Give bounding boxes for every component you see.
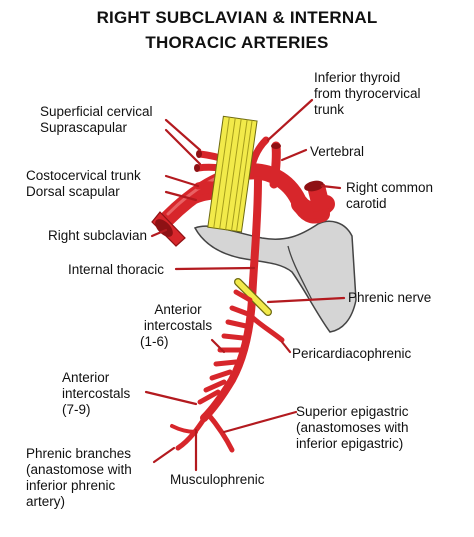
vertebral-artery <box>269 141 281 189</box>
label-internal-thoracic: Internal thoracic <box>68 262 165 277</box>
bone-joint-line <box>287 245 313 301</box>
label-inferior-thyroid: Inferior thyroid from thyrocervical trun… <box>314 70 421 117</box>
label-right-common-carotid: Right common carotid <box>346 180 434 211</box>
brachial-plexus-bundle <box>207 115 258 233</box>
label-vertebral: Vertebral <box>310 144 365 159</box>
label-pointers <box>144 98 346 472</box>
title-line-1: RIGHT SUBCLAVIAN & INTERNAL <box>96 8 378 27</box>
phrenic-branch <box>170 424 198 434</box>
bone-sternoclavicular <box>193 220 357 333</box>
label-phrenic-nerve: Phrenic nerve <box>348 290 432 305</box>
internal-thoracic-artery <box>200 176 262 422</box>
anterior-intercostal-arteries-7-9 <box>197 369 233 405</box>
label-right-subclavian: Right subclavian <box>48 228 148 243</box>
label-superior-epigastric: Superior epigastric (anastomoses with in… <box>296 404 409 451</box>
label-anterior-intercostals-7-9: Anterior intercostals (7-9) <box>62 370 131 417</box>
superior-epigastric-artery <box>205 411 235 453</box>
label-musculophrenic: Musculophrenic <box>170 472 265 487</box>
label-costocervical: Costocervical trunk Dorsal scapular <box>26 168 141 199</box>
label-phrenic-branches: Phrenic branches (anastomose with inferi… <box>26 446 132 509</box>
label-pericardiacophrenic: Pericardiacophrenic <box>292 346 412 361</box>
label-anterior-intercostals-1-6: Anterior intercostals (1-6) <box>140 302 213 349</box>
right-subclavian-cut-end <box>155 219 173 237</box>
right-common-carotid-cut-end <box>304 180 324 192</box>
inferior-thyroid-artery <box>246 136 270 180</box>
pericardiacophrenic-artery <box>250 315 285 343</box>
title-line-2: THORACIC ARTERIES <box>145 33 329 52</box>
label-superficial-cervical: Superficial cervical Suprascapular <box>40 104 153 135</box>
